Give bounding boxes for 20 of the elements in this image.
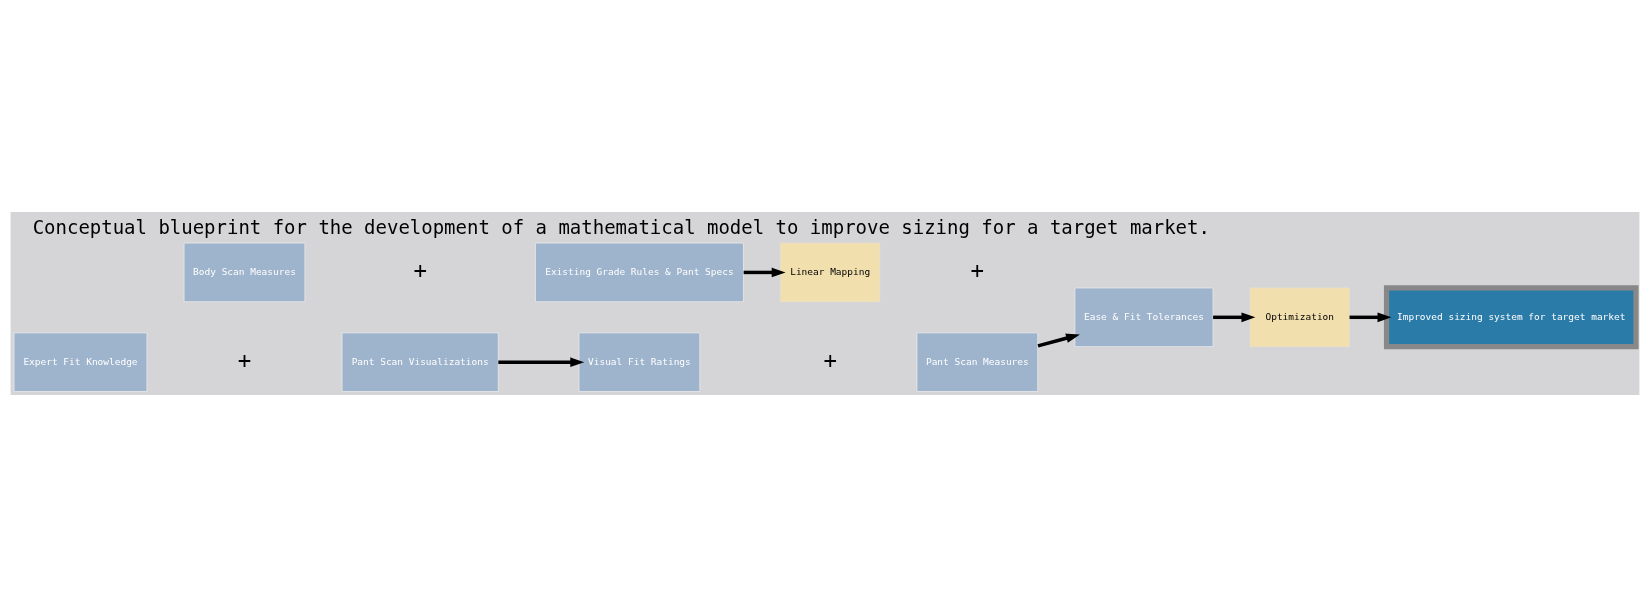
node-box: Expert Fit Knowledge bbox=[13, 331, 148, 392]
node-box: Optimization bbox=[1249, 287, 1350, 347]
arrow bbox=[1349, 311, 1392, 322]
node-box: Visual Fit Ratings bbox=[578, 331, 701, 392]
arrow bbox=[743, 267, 786, 277]
arrow bbox=[498, 356, 585, 367]
arrow bbox=[1213, 311, 1256, 322]
label: + bbox=[823, 346, 837, 373]
node-box: Pant Scan Visualizations bbox=[341, 331, 499, 392]
arrow bbox=[1037, 332, 1080, 348]
node-box: Improved sizing system for target market bbox=[1383, 284, 1639, 349]
label: + bbox=[237, 346, 252, 373]
node-box: Body Scan Measures bbox=[183, 242, 306, 302]
label: + bbox=[970, 256, 985, 283]
node-box: Ease & Fit Tolerances bbox=[1074, 287, 1214, 347]
node-box: Pant Scan Measures bbox=[916, 331, 1039, 392]
node-box: Existing Grade Rules & Pant Specs bbox=[534, 242, 744, 302]
label: + bbox=[413, 256, 427, 283]
diagram-title: Conceptual blueprint for the development of a mathematical model to improve sizing for a target market. bbox=[32, 215, 1210, 238]
node-box: Linear Mapping bbox=[780, 242, 881, 302]
